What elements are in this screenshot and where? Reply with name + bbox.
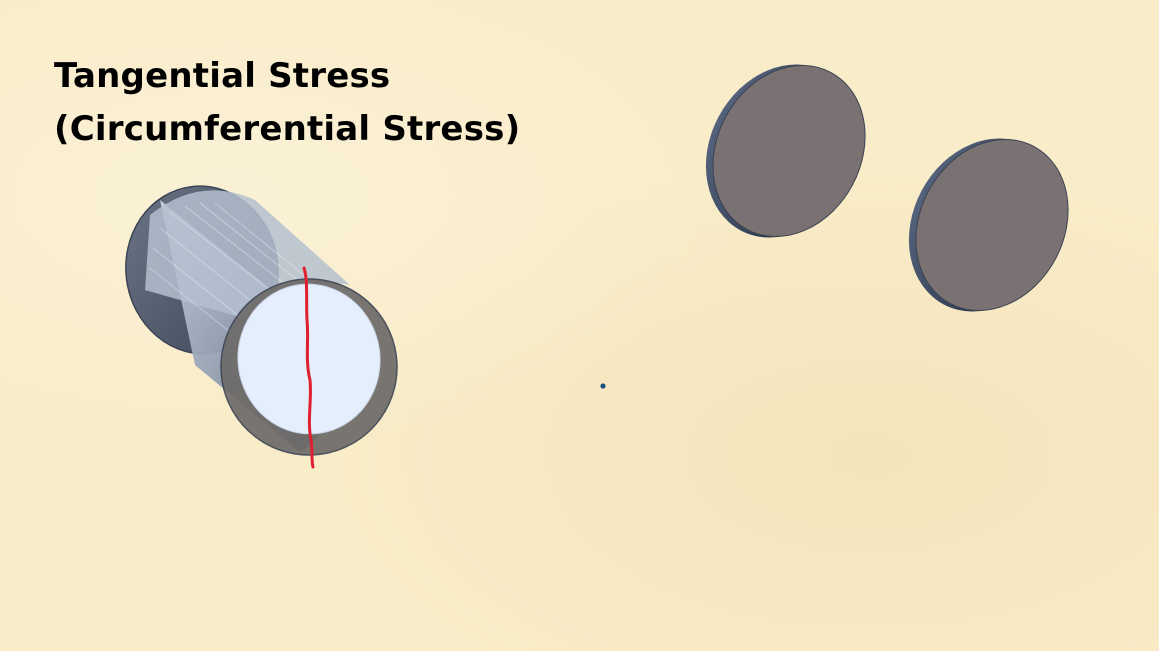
pointer-dot [600,383,606,389]
disc-1-face [712,64,866,238]
title-line-2: (Circumferential Stress) [54,109,521,149]
title-line-1: Tangential Stress [54,56,391,96]
disc-1 [705,64,866,238]
disc-2 [908,138,1069,312]
hollow-cylinder [125,185,398,469]
disc-2-face [915,138,1069,312]
section-cut-line [302,266,315,469]
slide-title: Tangential Stress (Circumferential Stres… [54,50,520,156]
